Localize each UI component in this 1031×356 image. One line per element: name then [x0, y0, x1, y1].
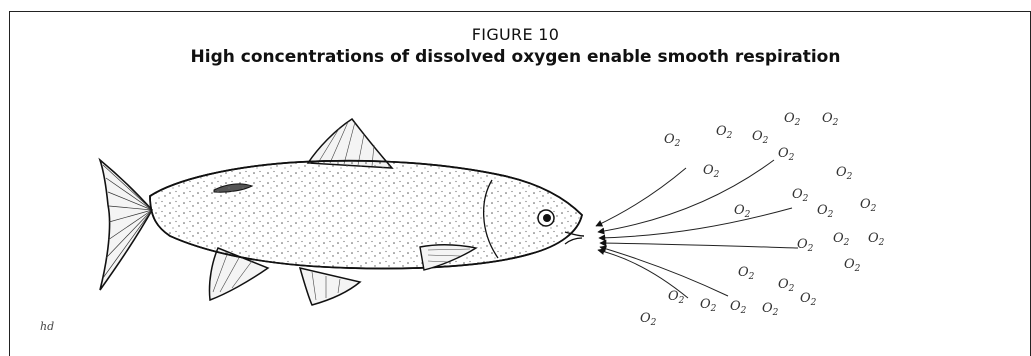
oxygen-molecule: O2 [822, 111, 839, 128]
oxygen-molecules: O2 O2 O2 O2 O2 O2 O2 O2 O2 O2 O2 O2 O2 O… [640, 111, 885, 328]
oxygen-molecule: O2 [844, 257, 861, 274]
oxygen-molecule: O2 [716, 124, 733, 141]
oxygen-molecule: O2 [784, 111, 801, 128]
oxygen-molecule: O2 [664, 132, 681, 149]
oxygen-molecule: O2 [833, 231, 850, 248]
fish-eye [538, 210, 554, 226]
oxygen-molecule: O2 [792, 187, 809, 204]
oxygen-molecule: O2 [860, 197, 877, 214]
oxygen-molecule: O2 [730, 299, 747, 316]
oxygen-molecule: O2 [700, 297, 717, 314]
oxygen-molecule: O2 [703, 163, 720, 180]
oxygen-molecule: O2 [797, 237, 814, 254]
oxygen-molecule: O2 [668, 289, 685, 306]
oxygen-molecule: O2 [640, 311, 657, 328]
oxygen-molecule: O2 [800, 291, 817, 308]
oxygen-molecule: O2 [778, 277, 795, 294]
water-flow-lines [596, 160, 798, 298]
pelvic-fin [300, 268, 360, 305]
artist-signature: hd [40, 320, 54, 333]
oxygen-molecule: O2 [868, 231, 885, 248]
oxygen-molecule: O2 [762, 301, 779, 318]
oxygen-molecule: O2 [778, 146, 795, 163]
oxygen-molecule: O2 [752, 129, 769, 146]
oxygen-molecule: O2 [738, 265, 755, 282]
tail-fin [100, 160, 152, 290]
oxygen-molecule: O2 [836, 165, 853, 182]
oxygen-molecule: O2 [817, 203, 834, 220]
oxygen-molecule: O2 [734, 203, 751, 220]
